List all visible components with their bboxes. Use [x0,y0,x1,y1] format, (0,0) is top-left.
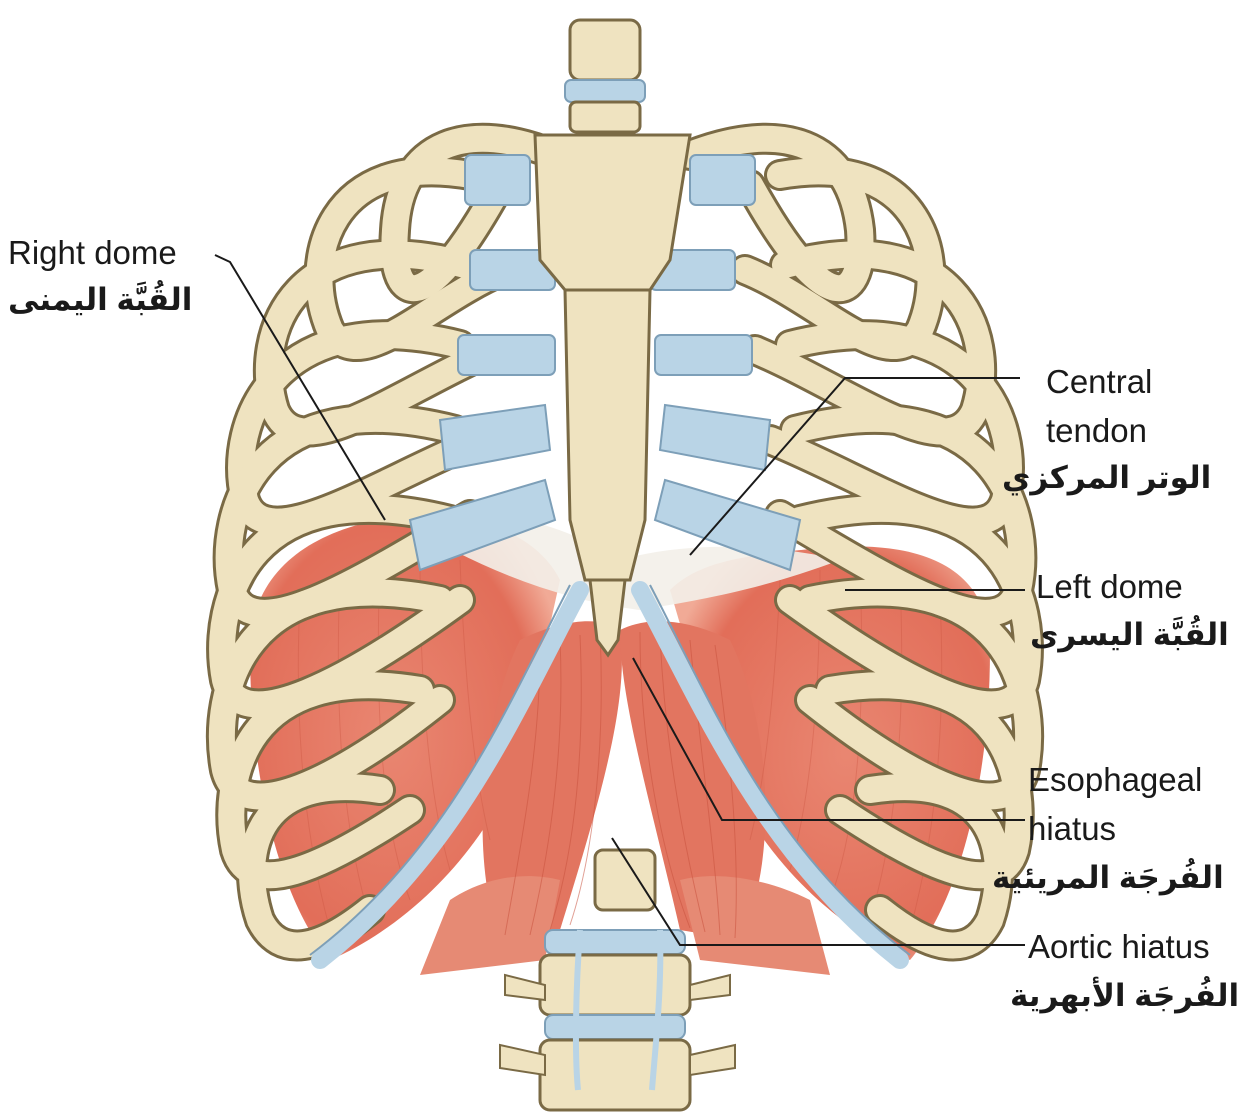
left-dome-label: Left dome [1036,570,1183,603]
aortic-hiatus-label: Aortic hiatus [1028,930,1210,963]
right-dome-label-arabic: القُبَّة اليمنى [8,284,192,315]
upper-vertebra [565,20,645,132]
esophageal-hiatus-label-line2: hiatus [1028,812,1116,845]
left-dome-label-arabic: القُبَّة اليسرى [1030,619,1229,650]
central-tendon-label-arabic: الوتر المركزي [1002,462,1211,493]
aortic-hiatus-label-arabic: الفُرجَة الأبهرية [1010,980,1239,1011]
right-dome-label: Right dome [8,236,177,269]
esophageal-hiatus-label-arabic: الفُرجَة المريئية [992,862,1224,893]
central-tendon-label-line1: Central [1046,365,1152,398]
central-tendon-label-line2: tendon [1046,414,1147,447]
esophageal-hiatus-label-line1: Esophageal [1028,763,1202,796]
